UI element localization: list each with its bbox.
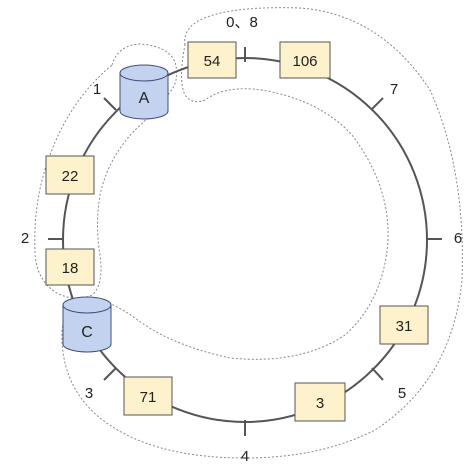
ring-label-2: 2 [21,230,29,247]
key-label: 3 [316,395,324,412]
ring-tick-5 [371,367,384,381]
node-a-cylinder: A [119,64,169,120]
key-label: 31 [396,318,413,335]
key-label: 18 [62,260,79,277]
key-box-71: 71 [123,376,173,416]
ring-label-3: 3 [85,385,93,402]
key-box-31: 31 [379,305,429,345]
node-c-cylinder: C [62,296,112,353]
node-a-label: A [139,90,150,107]
ring-label-1: 1 [93,81,101,98]
key-label: 71 [140,389,157,406]
ring-tick-7 [370,97,384,111]
key-box-3: 3 [294,382,346,422]
ring-label-4: 4 [241,448,249,465]
key-label: 106 [292,53,317,70]
ring-tick-3 [103,367,117,381]
ring-label-7: 7 [390,81,398,98]
key-label: 22 [62,168,79,185]
key-box-106: 106 [279,41,331,79]
key-box-54: 54 [187,41,237,79]
region-c-outline [34,43,178,299]
hash-ring [62,57,428,423]
node-c-label: C [81,324,93,341]
ring-label-5: 5 [398,385,406,402]
key-box-18: 18 [45,248,95,286]
ring-tick-1 [103,97,117,111]
key-box-22: 22 [45,155,95,195]
ring-label-0: 0、8 [226,14,258,31]
key-label: 54 [204,53,221,70]
ring-label-6: 6 [454,230,462,247]
